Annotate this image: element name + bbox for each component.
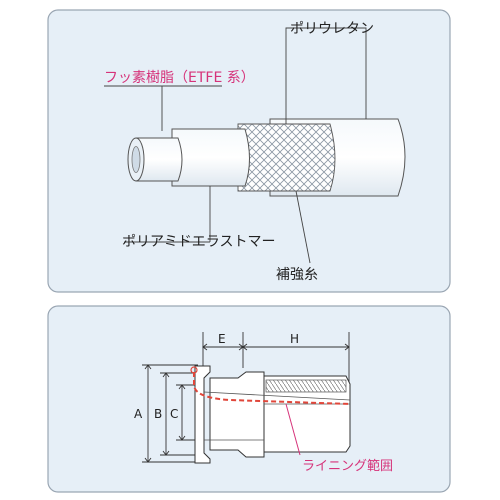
dimension-a-label: A: [134, 407, 143, 421]
dimension-c-label: C: [170, 407, 178, 421]
reinforcement-label: 補強糸: [276, 267, 318, 283]
outer-layer-label: ポリウレタン: [290, 21, 374, 37]
inner-liner: [135, 137, 183, 182]
lining-leader: [285, 403, 301, 456]
reinforcement-braid: [237, 123, 336, 192]
dimension-e-label: E: [218, 332, 226, 346]
lining-range-label: ライニング範囲: [302, 459, 393, 474]
inner-liner-label: フッ素樹脂（ETFE 系）: [104, 70, 255, 86]
middle-layer: [171, 128, 250, 187]
dimension-b-label: B: [154, 407, 162, 421]
fitting-hose-grip: [265, 379, 347, 393]
middle-layer-label: ポリアミドエラストマー: [122, 234, 275, 250]
hose-bore: [131, 146, 141, 173]
lining-marker: [190, 366, 198, 374]
dimension-lines: [142, 332, 350, 463]
dimension-h-label: H: [290, 332, 299, 346]
hose-leaders: [104, 27, 367, 264]
lining-range: [193, 372, 351, 405]
